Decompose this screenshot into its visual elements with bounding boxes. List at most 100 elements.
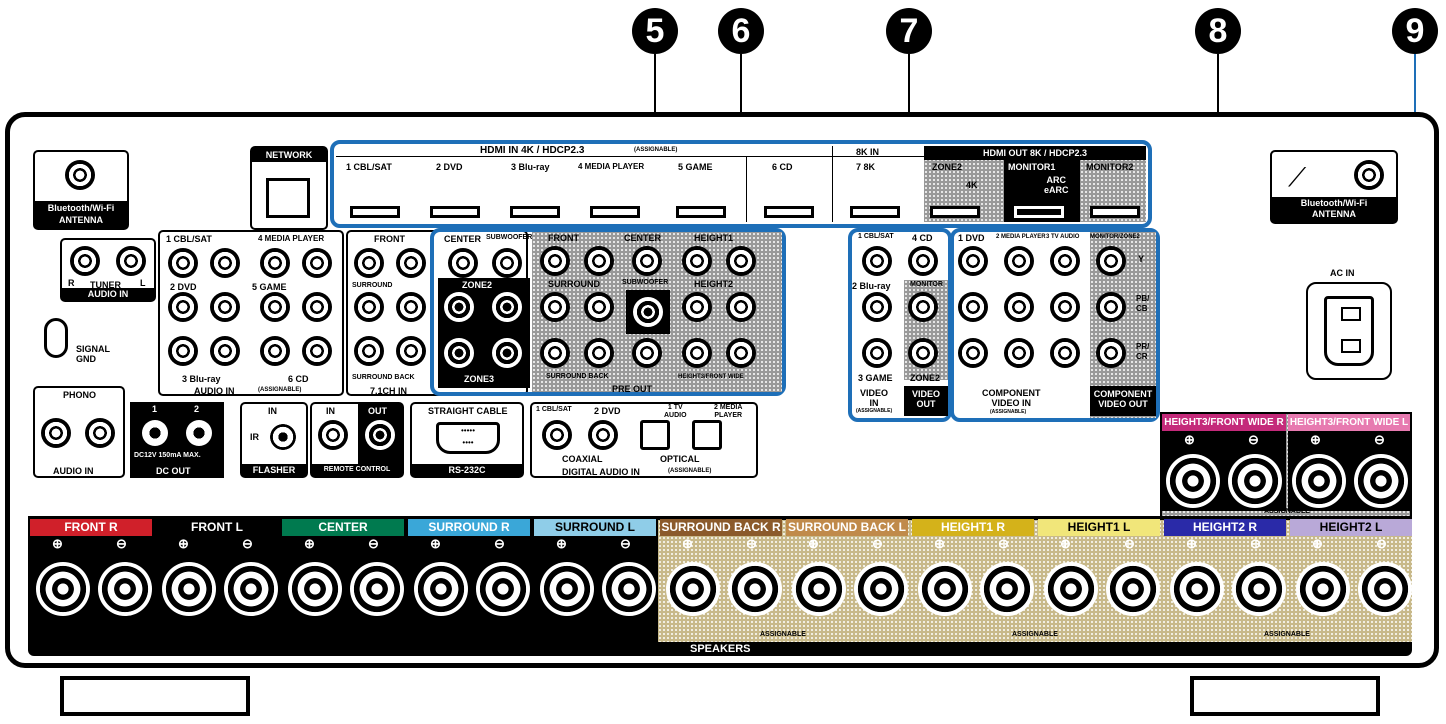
- hdmi-out-zone2-port[interactable]: [930, 206, 980, 218]
- speaker-7-plus-post[interactable]: [792, 562, 846, 616]
- speaker-7-minus-post[interactable]: [854, 562, 908, 616]
- speaker-4-plus-post[interactable]: [414, 562, 468, 616]
- comp-3y[interactable]: [1050, 246, 1080, 276]
- zone3-r[interactable]: [444, 338, 474, 368]
- comp-1pr[interactable]: [958, 338, 988, 368]
- video-3[interactable]: [862, 338, 892, 368]
- hdmi-in-4-port[interactable]: [590, 206, 640, 218]
- speaker-6-minus-post[interactable]: [728, 562, 782, 616]
- speaker-2-minus-post[interactable]: [224, 562, 278, 616]
- pre-h1r[interactable]: [682, 246, 712, 276]
- flasher-jack[interactable]: [270, 424, 296, 450]
- comp-opr[interactable]: [1096, 338, 1126, 368]
- video-zone2[interactable]: [908, 338, 938, 368]
- speaker-8-plus-post[interactable]: [918, 562, 972, 616]
- pre-fl[interactable]: [584, 246, 614, 276]
- ain-4r[interactable]: [260, 248, 290, 278]
- s71-sbl[interactable]: [396, 336, 426, 366]
- ac-inlet[interactable]: [1324, 296, 1374, 366]
- speaker-1-plus-post[interactable]: [36, 562, 90, 616]
- remote-in-jack[interactable]: [318, 420, 348, 450]
- speaker-10-plus-post[interactable]: [1170, 562, 1224, 616]
- s71-sl[interactable]: [396, 292, 426, 322]
- hdmi-in-5-port[interactable]: [676, 206, 726, 218]
- comp-opb[interactable]: [1096, 292, 1126, 322]
- video-2[interactable]: [862, 292, 892, 322]
- ain-1l[interactable]: [210, 248, 240, 278]
- speaker-2-plus-post[interactable]: [162, 562, 216, 616]
- dc-out-jack-2[interactable]: [186, 420, 212, 446]
- zone3-l[interactable]: [492, 338, 522, 368]
- comp-1y[interactable]: [958, 246, 988, 276]
- pre-sbl[interactable]: [584, 338, 614, 368]
- ain-2r[interactable]: [168, 292, 198, 322]
- speaker-8-minus-post[interactable]: [980, 562, 1034, 616]
- ain-6r[interactable]: [260, 336, 290, 366]
- speaker-11-plus-post[interactable]: [1296, 562, 1350, 616]
- pre-h3r[interactable]: [682, 338, 712, 368]
- speaker-1-minus-post[interactable]: [98, 562, 152, 616]
- s71-fl[interactable]: [396, 248, 426, 278]
- ethernet-port[interactable]: [266, 178, 310, 218]
- hdmi-in-3-port[interactable]: [510, 206, 560, 218]
- comp-2pb[interactable]: [1004, 292, 1034, 322]
- h3l-minus-post[interactable]: [1354, 454, 1408, 508]
- comp-oy[interactable]: [1096, 246, 1126, 276]
- phono-l[interactable]: [85, 418, 115, 448]
- ground-terminal[interactable]: [44, 318, 68, 358]
- comp-3pb[interactable]: [1050, 292, 1080, 322]
- pre-h1l[interactable]: [726, 246, 756, 276]
- ain-3r[interactable]: [168, 336, 198, 366]
- hdmi-in-7-port[interactable]: [850, 206, 900, 218]
- digital-coax-2[interactable]: [588, 420, 618, 450]
- video-1[interactable]: [862, 246, 892, 276]
- pre-h2r[interactable]: [682, 292, 712, 322]
- s71-sr[interactable]: [354, 292, 384, 322]
- speaker-4-minus-post[interactable]: [476, 562, 530, 616]
- digital-optical-1[interactable]: [640, 420, 670, 450]
- ain-1r[interactable]: [168, 248, 198, 278]
- pre-sw[interactable]: [633, 297, 663, 327]
- pre-sbr[interactable]: [540, 338, 570, 368]
- h3r-minus-post[interactable]: [1228, 454, 1282, 508]
- s71-fr[interactable]: [354, 248, 384, 278]
- pre-c[interactable]: [632, 246, 662, 276]
- antenna-right-connector[interactable]: [1354, 160, 1384, 190]
- ain-2l[interactable]: [210, 292, 240, 322]
- pre-sr[interactable]: [540, 292, 570, 322]
- hdmi-in-1-port[interactable]: [350, 206, 400, 218]
- zone2-r[interactable]: [444, 292, 474, 322]
- s71-sbr[interactable]: [354, 336, 384, 366]
- h3r-plus-post[interactable]: [1166, 454, 1220, 508]
- speaker-5-plus-post[interactable]: [540, 562, 594, 616]
- speaker-3-minus-post[interactable]: [350, 562, 404, 616]
- comp-3pr[interactable]: [1050, 338, 1080, 368]
- dc-out-jack-1[interactable]: [142, 420, 168, 446]
- zone2-l[interactable]: [492, 292, 522, 322]
- comp-1pb[interactable]: [958, 292, 988, 322]
- ain-5l[interactable]: [302, 292, 332, 322]
- speaker-10-minus-post[interactable]: [1232, 562, 1286, 616]
- speaker-9-minus-post[interactable]: [1106, 562, 1160, 616]
- video-4[interactable]: [908, 246, 938, 276]
- tuner-l-jack[interactable]: [116, 246, 146, 276]
- pre-h3l[interactable]: [726, 338, 756, 368]
- ain-3l[interactable]: [210, 336, 240, 366]
- speaker-9-plus-post[interactable]: [1044, 562, 1098, 616]
- pre-h2l[interactable]: [726, 292, 756, 322]
- antenna-left-connector[interactable]: [65, 160, 95, 190]
- speaker-5-minus-post[interactable]: [602, 562, 656, 616]
- comp-2pr[interactable]: [1004, 338, 1034, 368]
- hdmi-in-6-port[interactable]: [764, 206, 814, 218]
- remote-out-jack[interactable]: [365, 420, 395, 450]
- hdmi-in-2-port[interactable]: [430, 206, 480, 218]
- speaker-3-plus-post[interactable]: [288, 562, 342, 616]
- ain-5r[interactable]: [260, 292, 290, 322]
- tuner-r-jack[interactable]: [70, 246, 100, 276]
- s71-c[interactable]: [448, 248, 478, 278]
- s71-sw[interactable]: [492, 248, 522, 278]
- pre-sl[interactable]: [584, 292, 614, 322]
- pre-fr[interactable]: [540, 246, 570, 276]
- pre-sw2[interactable]: [632, 338, 662, 368]
- ain-4l[interactable]: [302, 248, 332, 278]
